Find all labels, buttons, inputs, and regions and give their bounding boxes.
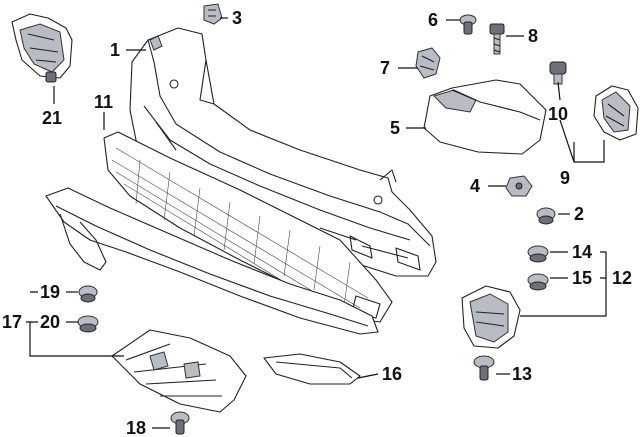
callout-2: 2 — [574, 204, 584, 224]
callout-7: 7 — [380, 58, 390, 78]
part-7-bracket — [415, 47, 441, 79]
callout-labels: 1 2 3 4 5 6 7 8 9 10 11 12 13 14 15 16 1… — [2, 8, 632, 437]
callout-15: 15 — [572, 268, 592, 288]
callout-1: 1 — [110, 40, 120, 60]
part-6-pin — [459, 14, 477, 35]
callout-20: 20 — [40, 312, 60, 332]
callout-3: 3 — [232, 8, 242, 28]
part-10-screw — [549, 61, 567, 85]
part-4-clip — [505, 175, 533, 197]
callout-16: 16 — [382, 364, 402, 384]
leader-lines — [26, 17, 607, 429]
callout-12: 12 — [612, 268, 632, 288]
part-13-pin — [473, 355, 495, 381]
part-14-nut — [527, 245, 549, 263]
callout-4: 4 — [470, 176, 480, 196]
callout-17: 17 — [2, 312, 22, 332]
part-8-bolt — [489, 23, 505, 55]
part-15-nut — [527, 273, 549, 291]
part-20-nut — [77, 315, 99, 333]
part-18-pin — [170, 411, 190, 435]
part-21-bracket — [11, 13, 73, 83]
part-19-nut — [78, 285, 98, 303]
callout-6: 6 — [428, 10, 438, 30]
callout-8: 8 — [528, 26, 538, 46]
callout-21: 21 — [42, 108, 62, 128]
part-9-bracket — [593, 85, 639, 141]
part-17-valance — [45, 187, 379, 335]
part-17-shield — [111, 329, 247, 413]
callout-11: 11 — [94, 92, 113, 112]
part-3-clip — [203, 3, 223, 25]
part-5-corner-cover — [423, 79, 547, 155]
callout-14: 14 — [572, 242, 592, 262]
callout-10: 10 — [548, 104, 568, 124]
part-16-trim — [263, 353, 361, 385]
part-12-bracket — [461, 285, 521, 349]
callout-18: 18 — [126, 418, 146, 437]
callout-19: 19 — [40, 282, 60, 302]
callout-5: 5 — [390, 118, 400, 138]
callout-13: 13 — [512, 364, 532, 384]
callout-9: 9 — [560, 168, 570, 188]
part-2-nut — [536, 207, 556, 225]
